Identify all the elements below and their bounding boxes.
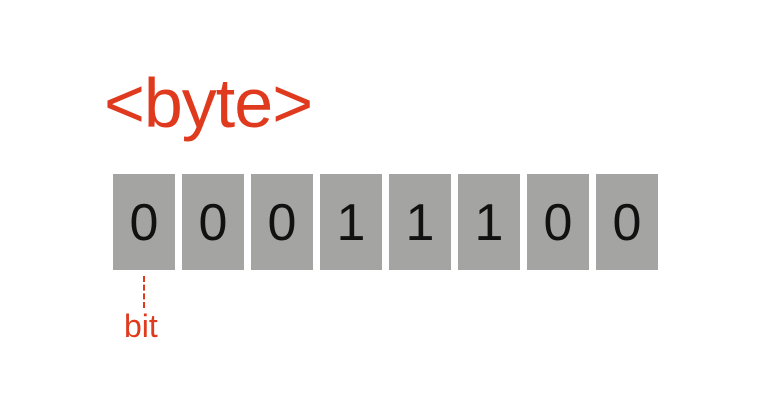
bit-cell: 1 <box>389 174 451 270</box>
bit-value: 1 <box>405 194 435 252</box>
bit-cell: 0 <box>596 174 658 270</box>
bit-pointer-dashed-line <box>143 276 145 308</box>
byte-title: <byte> <box>104 64 313 142</box>
bit-cell: 0 <box>251 174 313 270</box>
bit-value: 0 <box>543 194 573 252</box>
bit-value: 0 <box>198 194 228 252</box>
bit-cell: 1 <box>458 174 520 270</box>
bit-value: 1 <box>336 194 366 252</box>
bit-value: 0 <box>129 194 159 252</box>
bit-value: 0 <box>267 194 297 252</box>
bit-value: 0 <box>612 194 642 252</box>
bit-cell: 0 <box>527 174 589 270</box>
bit-cell: 0 <box>182 174 244 270</box>
byte-bit-row: 0 0 0 1 1 1 0 0 <box>113 174 658 270</box>
bit-cell: 0 <box>113 174 175 270</box>
bit-cell: 1 <box>320 174 382 270</box>
bit-label: bit <box>124 308 158 344</box>
bit-value: 1 <box>474 194 504 252</box>
